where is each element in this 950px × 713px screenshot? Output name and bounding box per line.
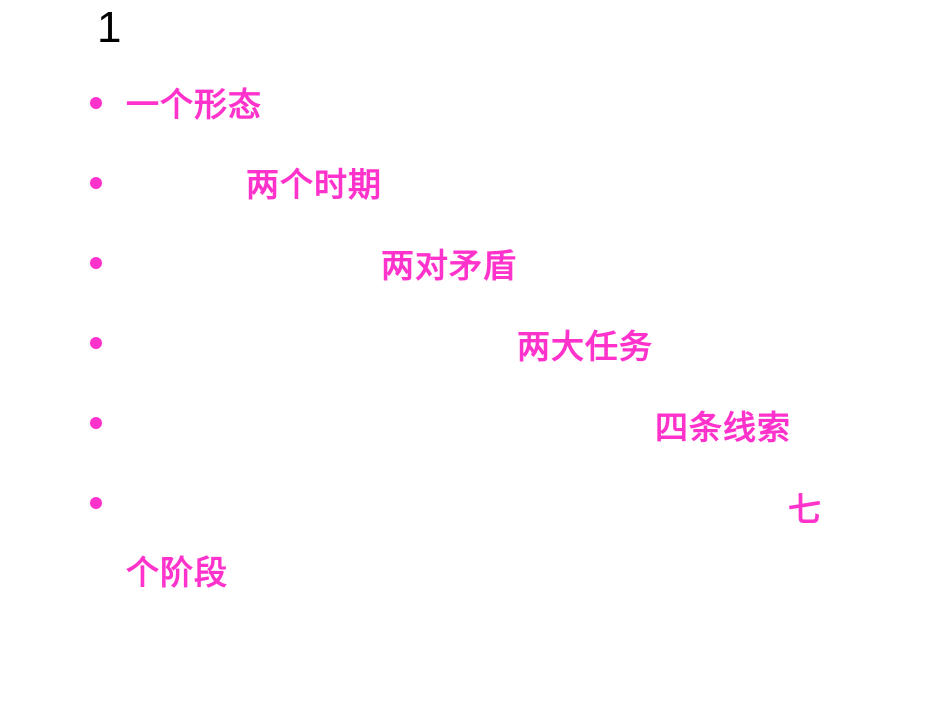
bullet-icon bbox=[90, 257, 102, 269]
list-item-6-continuation: 个阶段 bbox=[126, 553, 228, 592]
slide-number: 1 bbox=[97, 3, 122, 52]
bullet-icon bbox=[90, 417, 102, 429]
list-item-4: 两大任务 bbox=[517, 327, 653, 366]
bullet-icon bbox=[90, 97, 102, 109]
list-item-5: 四条线索 bbox=[655, 408, 791, 447]
bullet-icon bbox=[90, 497, 102, 509]
bullet-icon bbox=[90, 177, 102, 189]
list-item-1: 一个形态 bbox=[126, 85, 262, 124]
bullet-icon bbox=[90, 337, 102, 349]
list-item-2: 两个时期 bbox=[246, 165, 382, 204]
list-item-3: 两对矛盾 bbox=[381, 246, 517, 285]
list-item-6: 七 bbox=[788, 490, 822, 529]
